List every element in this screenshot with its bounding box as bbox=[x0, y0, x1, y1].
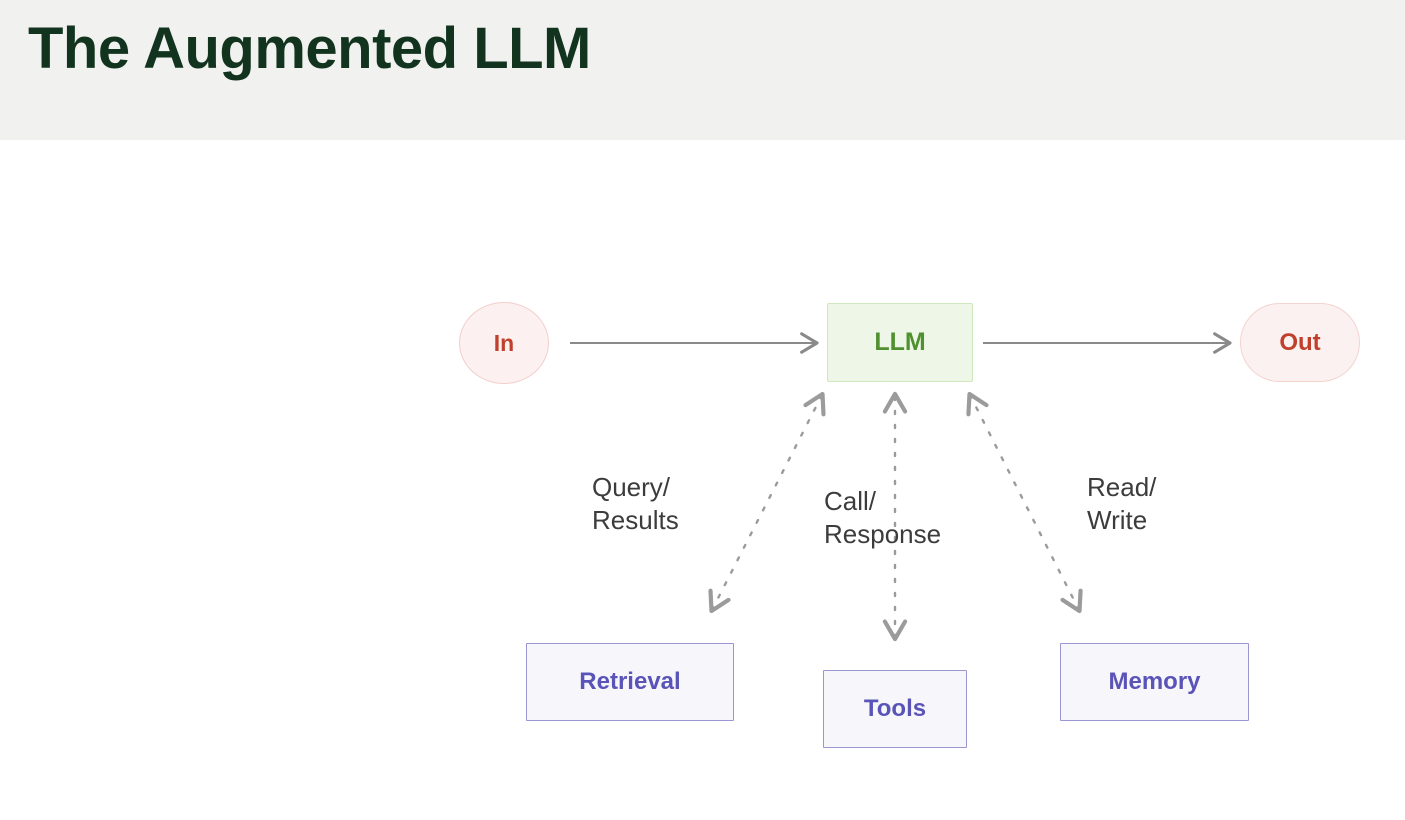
edge-label-query-results: Query/ Results bbox=[592, 472, 679, 536]
edge-label-call-response: Call/ Response bbox=[824, 486, 942, 550]
node-tools[interactable]: Tools bbox=[823, 670, 967, 748]
edge-label-read-write: Read/ Write bbox=[1087, 472, 1157, 536]
node-in[interactable]: In bbox=[459, 302, 549, 384]
page-title: The Augmented LLM bbox=[28, 16, 591, 81]
node-out[interactable]: Out bbox=[1240, 303, 1360, 382]
node-llm[interactable]: LLM bbox=[827, 303, 973, 382]
header-band: The Augmented LLM bbox=[0, 0, 1405, 140]
diagram-canvas: In LLM Out Retrieval Tools Memory Query/… bbox=[0, 140, 1405, 820]
node-retrieval[interactable]: Retrieval bbox=[526, 643, 734, 721]
node-memory[interactable]: Memory bbox=[1060, 643, 1249, 721]
edge-llm-retrieval bbox=[708, 391, 826, 614]
edge-llm-memory bbox=[966, 391, 1083, 614]
diagram-connectors bbox=[570, 332, 1232, 642]
